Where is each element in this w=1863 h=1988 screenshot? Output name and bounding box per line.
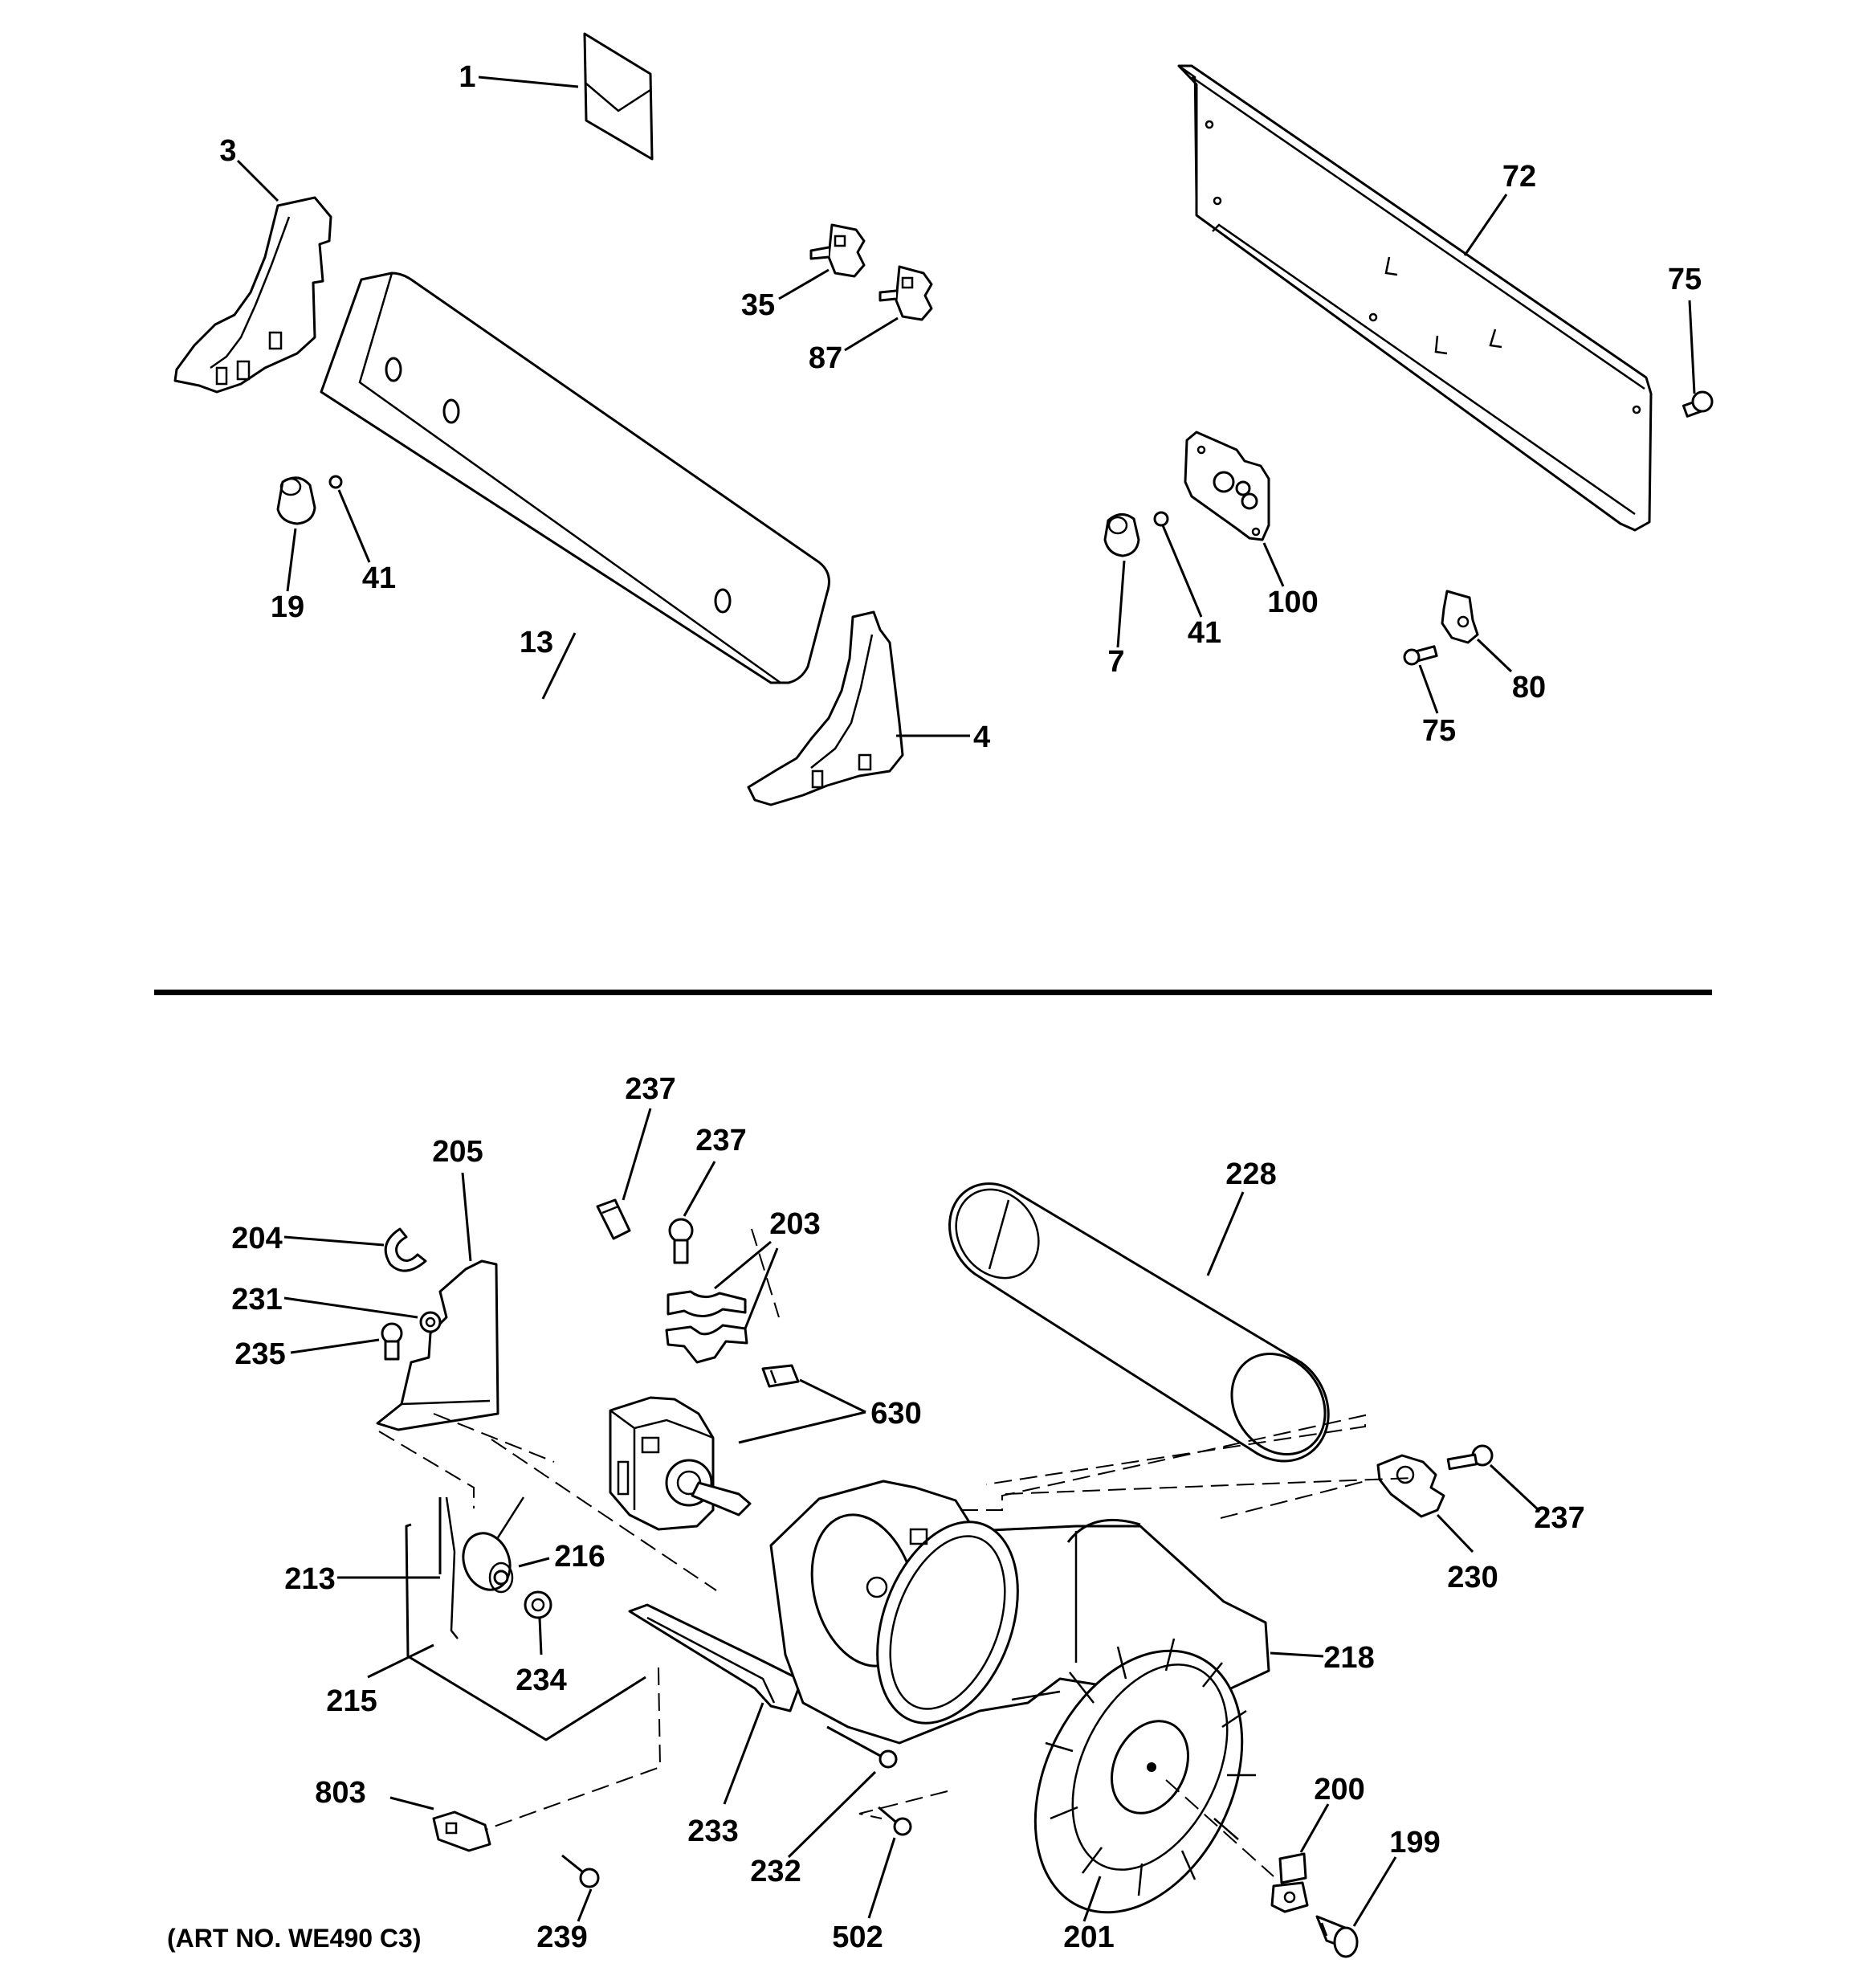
label-part-75-lower: 75	[1422, 714, 1456, 748]
section-divider	[154, 990, 1712, 995]
label-part-204: 204	[231, 1222, 282, 1255]
part-239-screw	[561, 1854, 600, 1888]
part-205-bracket	[376, 1259, 499, 1431]
label-part-218: 218	[1323, 1641, 1374, 1675]
part-41b-clip	[1153, 511, 1169, 527]
part-19-knob	[276, 476, 316, 525]
part-201-blower-wheel	[1033, 1638, 1256, 1914]
label-part-235: 235	[234, 1337, 285, 1371]
part-100-timer	[1184, 431, 1270, 541]
part-630-motor	[609, 1396, 752, 1531]
label-part-100: 100	[1267, 586, 1318, 619]
label-part-201: 201	[1063, 1921, 1114, 1954]
label-part-199: 199	[1389, 1826, 1440, 1859]
label-part-19: 19	[271, 590, 304, 624]
label-part-237-top-left: 237	[625, 1072, 675, 1106]
label-part-4: 4	[973, 720, 990, 754]
label-part-41-right: 41	[1188, 616, 1221, 650]
part-233-base-bracket	[628, 1603, 803, 1712]
part-72-back-panel	[1177, 64, 1653, 532]
label-part-233: 233	[687, 1815, 738, 1848]
part-203-upper-clamp	[667, 1290, 747, 1317]
part-3-left-endcap	[173, 196, 332, 394]
part-4-right-endcap	[747, 610, 904, 806]
label-part-213: 213	[284, 1562, 335, 1596]
label-part-205: 205	[432, 1135, 483, 1169]
label-part-200: 200	[1314, 1773, 1364, 1806]
label-part-232: 232	[750, 1855, 801, 1888]
part-number-labels: 1 3 35 87 72 75 13 19 41 4 7 41 100 80 7…	[167, 60, 1702, 1954]
part-7-knob	[1103, 513, 1140, 557]
label-part-72: 72	[1502, 160, 1536, 194]
part-203-lower-clamp	[665, 1324, 748, 1364]
part-502-screw	[878, 1806, 912, 1836]
part-80-bracket	[1441, 590, 1479, 644]
part-230-thermostat	[1376, 1454, 1445, 1518]
label-part-216: 216	[554, 1540, 605, 1574]
label-part-237-top-right: 237	[695, 1124, 746, 1157]
part-803-switch	[432, 1810, 491, 1852]
label-part-13: 13	[520, 626, 553, 659]
top-leader-lines	[236, 76, 1696, 737]
label-part-237-right: 237	[1534, 1501, 1584, 1535]
label-part-502: 502	[832, 1921, 883, 1954]
label-part-234: 234	[516, 1663, 566, 1697]
part-87-switch	[879, 265, 933, 321]
part-213-215-idler-arm	[405, 1496, 646, 1741]
art-number-caption: (ART NO. WE490 C3)	[167, 1924, 421, 1953]
part-13-control-panel	[320, 271, 830, 684]
part-231-screw	[419, 1311, 442, 1333]
label-part-1: 1	[459, 60, 475, 94]
part-237c-screw	[1446, 1444, 1494, 1471]
part-235-screw	[381, 1322, 403, 1361]
label-part-230: 230	[1447, 1561, 1498, 1594]
part-199-bolt	[1315, 1915, 1359, 1958]
label-part-41-left: 41	[362, 561, 396, 595]
label-part-803: 803	[315, 1776, 365, 1810]
part-200-plate	[1270, 1852, 1309, 1913]
part-234-washer	[524, 1590, 552, 1619]
part-228-duct	[948, 1182, 1330, 1463]
label-part-3: 3	[219, 134, 236, 168]
part-1-envelope	[583, 32, 654, 161]
label-part-215: 215	[326, 1684, 377, 1718]
part-75a-screw	[1682, 390, 1714, 418]
label-part-75-top: 75	[1668, 263, 1702, 296]
label-part-203: 203	[769, 1207, 820, 1241]
label-part-231: 231	[231, 1283, 282, 1316]
assembly-dashed-lines	[378, 1228, 1414, 1877]
label-part-228: 228	[1225, 1157, 1276, 1191]
part-232-screw	[826, 1725, 898, 1769]
part-75b-screw	[1403, 645, 1438, 666]
part-35-switch	[809, 223, 866, 278]
bottom-leader-lines	[283, 1108, 1540, 1927]
label-part-80: 80	[1512, 671, 1546, 704]
part-216-pulley	[462, 1532, 514, 1594]
label-part-35: 35	[741, 288, 775, 322]
label-part-630: 630	[870, 1397, 921, 1431]
label-part-87: 87	[809, 341, 842, 375]
part-41a-clip	[328, 475, 343, 489]
label-part-7: 7	[1107, 645, 1124, 679]
label-part-239: 239	[536, 1921, 587, 1954]
part-204-clip	[384, 1227, 427, 1272]
part-237b-screw	[668, 1218, 694, 1264]
part-630-block	[761, 1364, 800, 1388]
part-237a-screw	[596, 1198, 631, 1240]
